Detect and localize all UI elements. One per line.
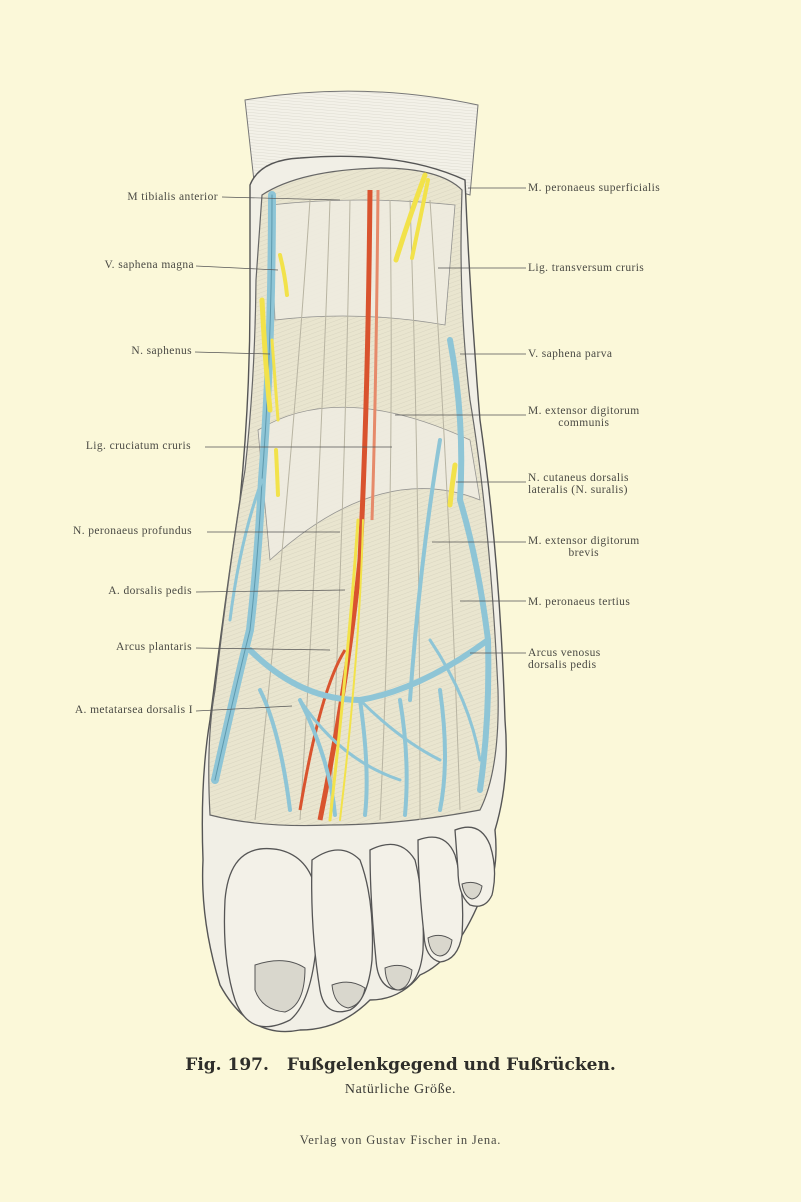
label-arcus-plantaris: Arcus plantaris bbox=[116, 641, 192, 653]
label-saphena-parva: V. saphena parva bbox=[528, 348, 612, 360]
label-dorsalis-pedis: A. dorsalis pedis bbox=[108, 585, 192, 597]
label-line: M. peronaeus tertius bbox=[528, 596, 631, 608]
label-arcus-venosus: Arcus venosus dorsalis pedis bbox=[528, 647, 601, 671]
label-saphena-magna: V. saphena magna bbox=[104, 259, 194, 271]
label-line: communis bbox=[558, 417, 610, 429]
figure-caption: Fig. 197. Fußgelenkgegend und Fußrücken. bbox=[0, 1055, 801, 1075]
label-line: Arcus venosus bbox=[528, 647, 601, 659]
figure-subtitle: Natürliche Größe. bbox=[344, 1082, 457, 1097]
figure-number: Fig. 197. bbox=[185, 1055, 269, 1075]
lig-transversum-band bbox=[269, 199, 456, 326]
leader-lines bbox=[194, 187, 526, 712]
veins bbox=[211, 191, 492, 817]
label-metatarsea: A. metatarsea dorsalis I bbox=[74, 704, 193, 716]
publisher-line: Verlag von Gustav Fischer in Jena. bbox=[299, 1133, 502, 1147]
artery-dorsalis-pedis bbox=[298, 189, 380, 821]
nerves bbox=[259, 172, 458, 822]
label-peronaeus-profundus: N. peronaeus profundus bbox=[73, 525, 192, 537]
tendons bbox=[254, 199, 461, 821]
label-line: dorsalis pedis bbox=[528, 659, 597, 671]
label-tibialis-anterior: M tibialis anterior bbox=[127, 191, 218, 203]
label-line: M. extensor digitorum bbox=[528, 405, 640, 417]
label-line: M. peronaeus superficialis bbox=[528, 182, 661, 194]
label-peronaeus-superficialis: M. peronaeus superficialis bbox=[528, 182, 660, 194]
lig-cruciatum-band bbox=[257, 406, 481, 561]
label-extensor-communis: M. extensor digitorum communis bbox=[528, 405, 640, 429]
label-cutaneus-dorsalis: N. cutaneus dorsalis lateralis (N. sural… bbox=[528, 472, 629, 496]
label-n-saphenus: N. saphenus bbox=[131, 345, 192, 357]
label-lig-transversum: Lig. transversum cruris bbox=[528, 262, 644, 274]
label-line: brevis bbox=[568, 547, 600, 559]
label-line: V. saphena parva bbox=[528, 348, 613, 360]
label-extensor-brevis: M. extensor digitorum brevis bbox=[528, 535, 640, 559]
label-line: Lig. transversum cruris bbox=[528, 262, 645, 274]
label-line: M. extensor digitorum bbox=[528, 535, 640, 547]
label-line: lateralis (N. suralis) bbox=[528, 484, 628, 496]
toenails bbox=[254, 881, 483, 1013]
label-lig-cruciatum: Lig. cruciatum cruris bbox=[85, 440, 191, 452]
label-peronaeus-tertius: M. peronaeus tertius bbox=[528, 596, 630, 608]
figure-title: Fußgelenkgegend und Fußrücken. bbox=[286, 1055, 616, 1075]
label-line: N. cutaneus dorsalis bbox=[528, 472, 629, 484]
